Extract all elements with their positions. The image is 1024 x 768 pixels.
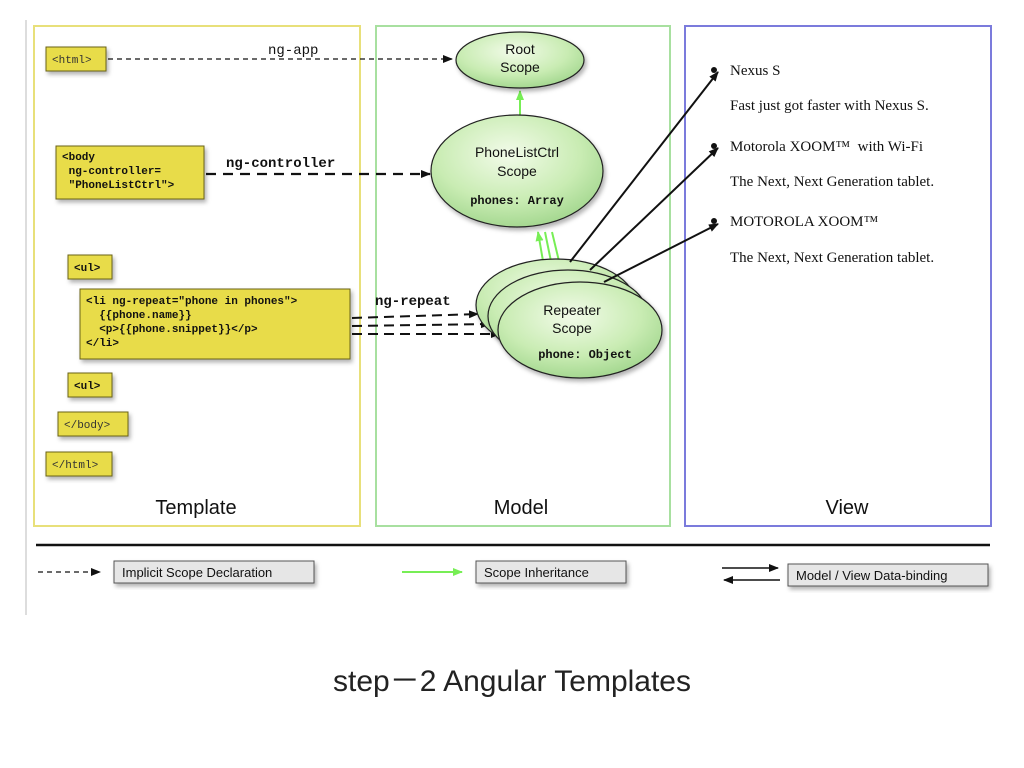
code-box-html-open: <html>: [45, 46, 107, 72]
ng-repeat-edge: ng-repeat: [351, 294, 501, 338]
ng-repeat-label: ng-repeat: [375, 294, 451, 310]
root-scope: Root Scope: [455, 31, 585, 89]
svg-text:Scope Inheritance: Scope Inheritance: [484, 565, 589, 580]
model-panel: Model: [375, 25, 671, 527]
repeater-scope-prop: phone: Object: [538, 348, 632, 362]
view-panel: View: [684, 25, 992, 527]
template-label: Template: [155, 497, 236, 519]
legend-binding: Model / View Data-binding: [722, 563, 989, 587]
svg-text:Scope: Scope: [500, 59, 540, 75]
svg-text:<ul>: <ul>: [74, 263, 101, 275]
svg-text:MOTOROLA XOOM™: MOTOROLA XOOM™: [730, 214, 878, 230]
svg-text:The Next, Next Generation tabl: The Next, Next Generation tablet.: [730, 250, 934, 266]
svg-text:phones: Array: phones: Array: [470, 194, 564, 208]
svg-text:<li ng-repeat="phone in phones: <li ng-repeat="phone in phones">: [86, 296, 298, 308]
svg-text:Root: Root: [505, 41, 535, 57]
ng-controller-label: ng-controller: [226, 156, 335, 172]
repeater-scope-stack: Repeater Scope phone: Object: [475, 258, 663, 379]
svg-text:Scope: Scope: [497, 163, 537, 179]
svg-text:</html>: </html>: [52, 460, 98, 472]
svg-text:Model / View Data-binding: Model / View Data-binding: [796, 568, 948, 583]
slide-caption: step－2 Angular Templates: [333, 665, 691, 698]
phonelistctrl-scope: PhoneListCtrl Scope phones: Array: [430, 114, 604, 228]
svg-text:Nexus S: Nexus S: [730, 63, 780, 79]
view-item: MOTOROLA XOOM™ The Next, Next Generation…: [711, 214, 934, 266]
view-item: Nexus S Fast just got faster with Nexus …: [711, 63, 929, 114]
code-box-li-repeat: <li ng-repeat="phone in phones"> {{phone…: [79, 288, 351, 360]
view-list: Nexus S Fast just got faster with Nexus …: [711, 63, 934, 266]
template-panel: Template: [33, 25, 361, 527]
view-label: View: [826, 497, 870, 519]
svg-text:ng-controller=: ng-controller=: [62, 166, 161, 178]
binding-arrows: [569, 71, 719, 283]
legend-implicit: Implicit Scope Declaration: [38, 560, 315, 584]
repeater-scope-title: Repeater: [543, 302, 601, 318]
code-box-body-close: </body>: [57, 411, 129, 437]
svg-text:{{phone.name}}: {{phone.name}}: [86, 310, 192, 322]
model-label: Model: [494, 497, 548, 519]
legend-inheritance: Scope Inheritance: [402, 560, 627, 584]
ng-app-edge: ng-app: [108, 43, 453, 63]
view-item: Motorola XOOM™ with Wi-Fi The Next, Next…: [711, 139, 934, 190]
code-box-ul-open: <ul>: [67, 254, 113, 280]
svg-text:</li>: </li>: [86, 338, 119, 350]
svg-text:Fast just got faster with Nexu: Fast just got faster with Nexus S.: [730, 98, 929, 114]
ng-controller-edge: ng-controller: [206, 156, 431, 178]
svg-text:<body: <body: [62, 152, 95, 164]
svg-text:PhoneListCtrl: PhoneListCtrl: [475, 144, 559, 160]
svg-text:The Next, Next Generation tabl: The Next, Next Generation tablet.: [730, 174, 934, 190]
svg-text:<ul>: <ul>: [74, 381, 101, 393]
code-box-body: <body ng-controller= "PhoneListCtrl">: [55, 145, 205, 200]
ng-app-label: ng-app: [268, 43, 318, 59]
svg-text:Implicit Scope Declaration: Implicit Scope Declaration: [122, 565, 272, 580]
svg-text:<p>{{phone.snippet}}</p>: <p>{{phone.snippet}}</p>: [86, 324, 258, 336]
svg-text:"PhoneListCtrl">: "PhoneListCtrl">: [62, 180, 175, 192]
code-box-ul-close: <ul>: [67, 372, 113, 398]
svg-text:<html>: <html>: [52, 55, 92, 67]
code-box-html-close: </html>: [45, 451, 113, 477]
svg-text:</body>: </body>: [64, 420, 110, 432]
svg-text:Scope: Scope: [552, 320, 592, 336]
svg-text:Motorola XOOM™ with Wi-Fi: Motorola XOOM™ with Wi-Fi: [730, 139, 923, 155]
legend: Implicit Scope Declaration Scope Inherit…: [36, 543, 990, 587]
